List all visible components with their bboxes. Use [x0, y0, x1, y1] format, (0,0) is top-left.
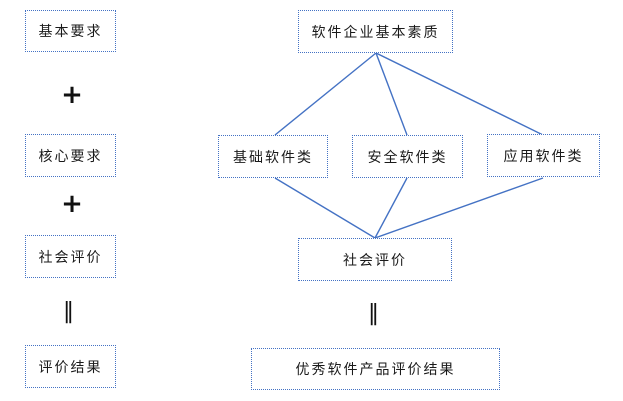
- plus-operator-2: +: [61, 189, 83, 219]
- box-social-evaluation-center: 社会评价: [298, 238, 452, 281]
- connector-security-software-to-social: [374, 177, 408, 239]
- box-evaluation-result-left: 评价结果: [25, 345, 116, 388]
- plus-operator-1: +: [61, 80, 83, 110]
- box-basic-requirements: 基本要求: [25, 10, 116, 52]
- box-excellent-software-product-evaluation-result: 优秀软件产品评价结果: [251, 348, 500, 390]
- equals-operator-center: ‖: [368, 300, 380, 326]
- equals-operator-left: ‖: [63, 298, 75, 324]
- connector-basic-software-to-social: [274, 177, 376, 239]
- connector-top-to-basic-software: [274, 52, 377, 136]
- connector-top-to-application-software: [375, 52, 544, 136]
- box-application-software-category: 应用软件类: [487, 134, 600, 177]
- box-core-requirements: 核心要求: [25, 134, 116, 177]
- connector-application-software-to-social: [374, 177, 544, 239]
- connector-top-to-security-software: [375, 52, 408, 136]
- box-security-software-category: 安全软件类: [352, 135, 463, 178]
- box-social-evaluation-left: 社会评价: [25, 235, 116, 278]
- box-basic-software-category: 基础软件类: [218, 135, 328, 178]
- box-software-enterprise-basic-quality: 软件企业基本素质: [298, 10, 453, 53]
